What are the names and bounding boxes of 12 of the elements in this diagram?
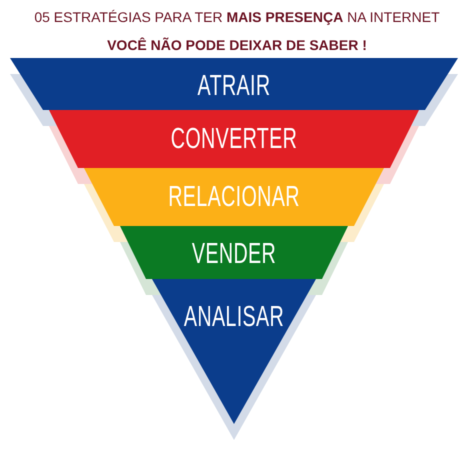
title: 05 ESTRATÉGIAS PARA TER MAIS PRESENÇA NA INTERNET <box>34 9 440 25</box>
subtitle: VOCÊ NÃO PODE DEIXAR DE SABER ! <box>107 37 367 53</box>
stage-label: ANALISAR <box>184 303 284 332</box>
stage-label: VENDER <box>192 240 276 269</box>
funnel-tip <box>152 279 316 424</box>
funnel-band <box>49 110 419 168</box>
stage-label: RELACIONAR <box>168 183 300 212</box>
funnel-band <box>10 58 458 110</box>
funnel-band <box>120 226 348 279</box>
funnel-band <box>84 168 384 226</box>
stage-label: ATRAIR <box>198 72 270 101</box>
stage-label: CONVERTER <box>170 125 298 154</box>
